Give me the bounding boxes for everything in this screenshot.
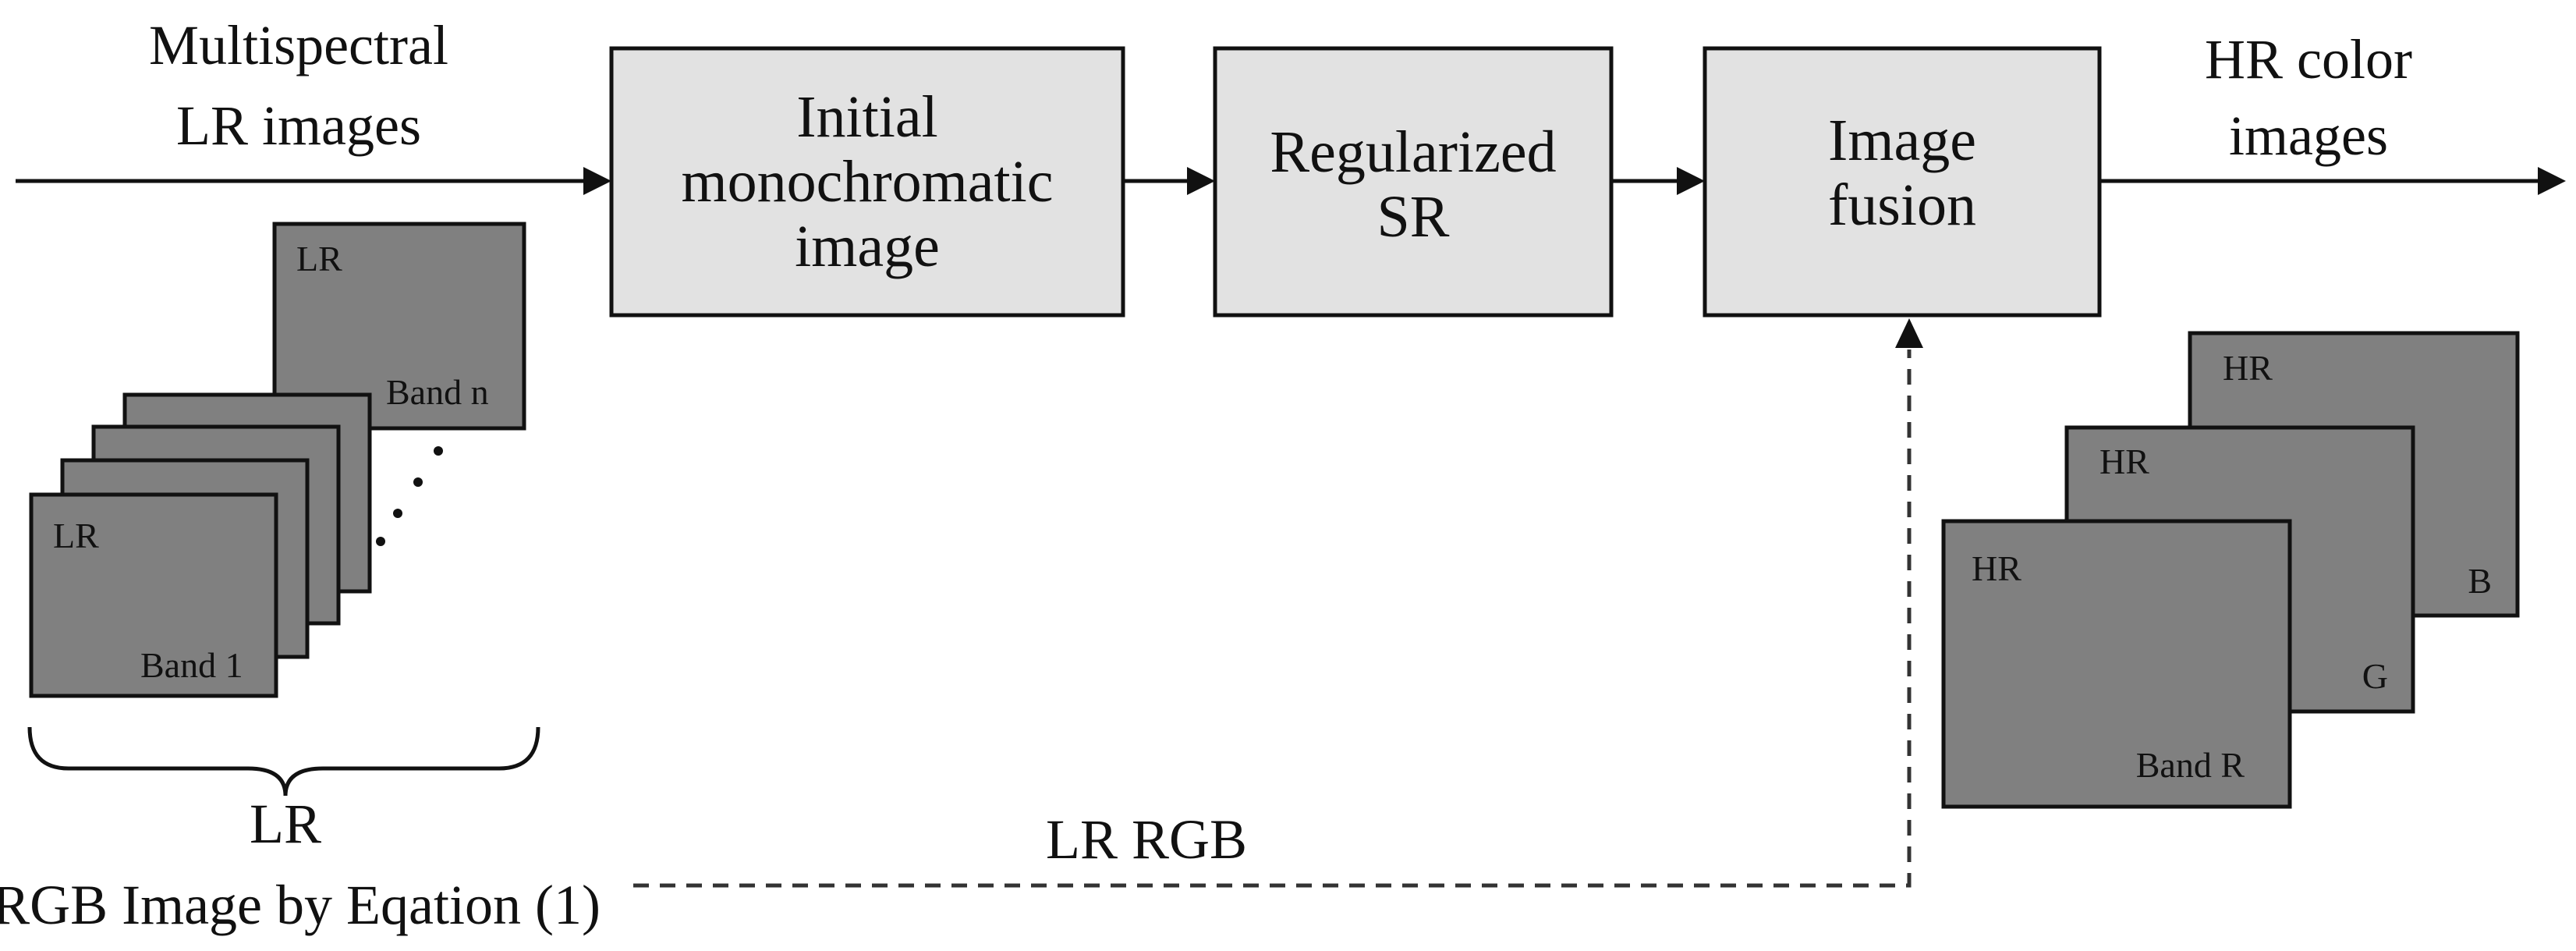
initial-block-line1: Initial [796, 84, 938, 150]
hr-b-band-label: B [2468, 561, 2492, 601]
fusion-block-line2: fusion [1828, 172, 1976, 238]
ellipsis-dot [393, 509, 402, 518]
regularized-block-line1: Regularized [1270, 119, 1556, 185]
arrow-input-to-initial [16, 167, 611, 195]
lr-rgb-brace [27, 726, 540, 797]
image-fusion-block: Image fusion [1703, 46, 2102, 318]
lr-rgb-label: LR RGB [1046, 808, 1247, 871]
output-title-line2: images [2229, 105, 2388, 167]
lr-band-1-top-label: LR [53, 516, 99, 555]
lr-rgb-feedback-arrow [633, 318, 1923, 888]
initial-block-line3: image [795, 214, 940, 279]
hr-color-stack: HR B HR G HR Band R [1941, 331, 2520, 809]
ellipsis-dot [413, 477, 423, 487]
brace-caption-line1: LR [250, 793, 321, 855]
lr-band-1-layer [29, 492, 278, 698]
input-title-line2: LR images [176, 94, 421, 157]
arrow-regularized-to-fusion [1611, 167, 1705, 195]
hr-b-top-label: HR [2223, 348, 2273, 388]
lr-band-stack: LR Band n LR Band 1 [29, 222, 526, 698]
hr-r-top-label: HR [1972, 548, 2021, 588]
hr-r-layer [1941, 519, 2292, 809]
lr-band-1-label: Band 1 [140, 645, 243, 685]
initial-block-line2: monochromatic [682, 149, 1054, 215]
ellipsis-dot [376, 537, 385, 546]
arrow-initial-to-regularized [1123, 167, 1215, 195]
hr-g-top-label: HR [2099, 442, 2149, 481]
regularized-block-line2: SR [1377, 184, 1450, 250]
regularized-sr-block: Regularized SR [1213, 46, 1614, 318]
hr-g-band-label: G [2362, 656, 2388, 696]
brace-caption-line2: RGB Image by Eqation (1) [0, 874, 601, 936]
lr-band-n-label: Band n [386, 372, 489, 412]
lr-band-n-top-label: LR [296, 239, 342, 279]
hr-r-band-label: Band R [2136, 745, 2245, 785]
output-title-line1: HR color [2205, 28, 2412, 90]
ellipsis-dot [434, 446, 443, 456]
arrow-fusion-to-output [2099, 167, 2566, 195]
input-title-line1: Multispectral [149, 14, 448, 76]
initial-monochromatic-block: Initial monochromatic image [609, 46, 1125, 318]
fusion-block-line1: Image [1828, 108, 1976, 173]
